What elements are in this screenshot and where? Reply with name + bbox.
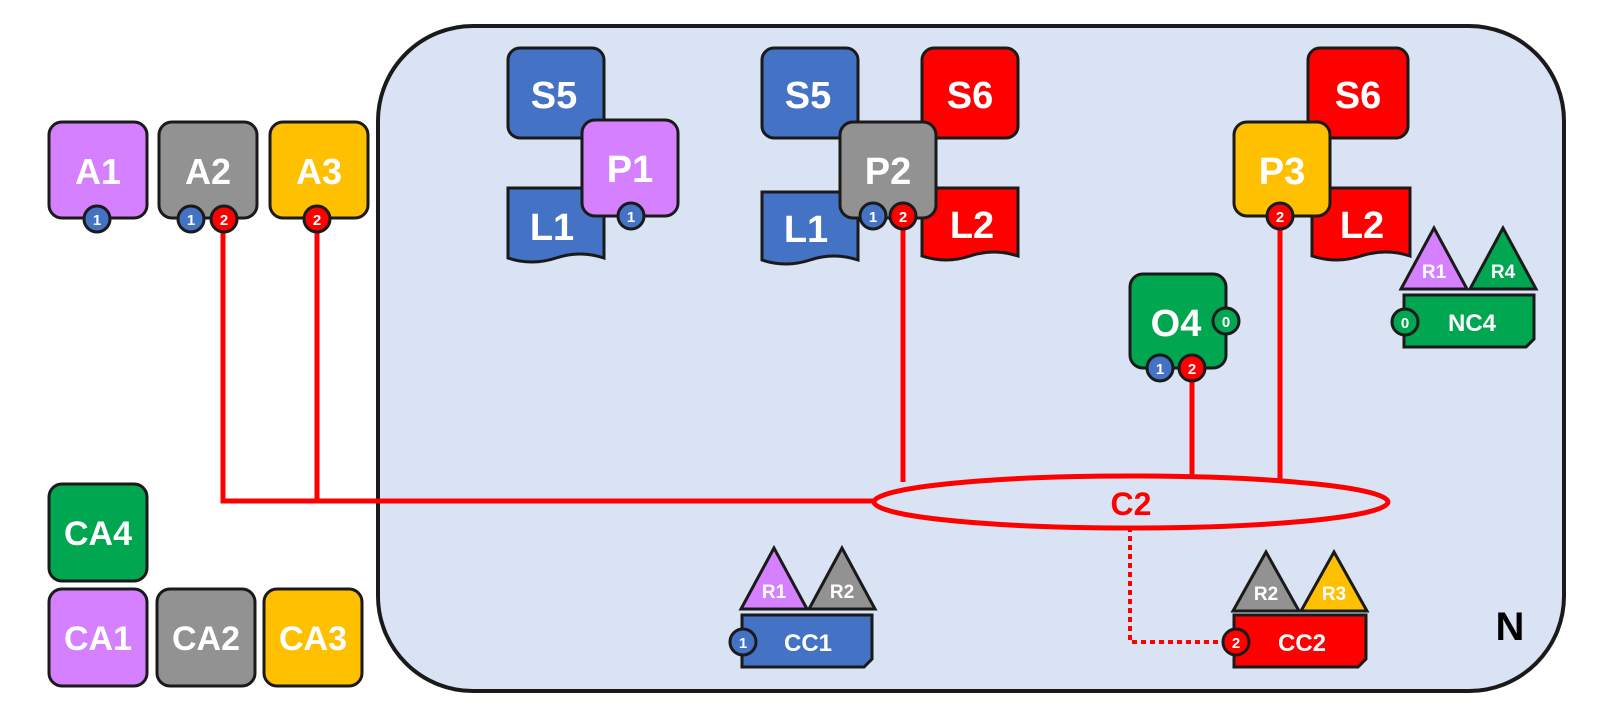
- svg-text:CC1: CC1: [784, 630, 832, 657]
- peer-p2: P2: [838, 120, 938, 220]
- svg-text:1: 1: [1156, 361, 1164, 378]
- badge-o4-1: 1: [1145, 353, 1175, 383]
- svg-text:R1: R1: [762, 582, 787, 603]
- link-c2-to-cc2: [1128, 527, 1223, 644]
- svg-text:2: 2: [1188, 361, 1196, 378]
- svg-text:R2: R2: [1254, 584, 1278, 605]
- svg-text:L1: L1: [530, 207, 574, 249]
- ca-ca1: CA1: [47, 587, 149, 688]
- ca-ca1-label: CA1: [64, 620, 132, 658]
- link-a2-to-c2: [220, 218, 880, 504]
- peer-p1: P1: [580, 118, 680, 218]
- ca-ca4-label: CA4: [64, 515, 132, 553]
- svg-text:R4: R4: [1491, 262, 1516, 283]
- badge-a3-2: 2: [302, 204, 332, 234]
- svg-text:2: 2: [1232, 635, 1240, 652]
- svg-text:2: 2: [899, 209, 907, 226]
- ca-ca2: CA2: [155, 587, 257, 688]
- channel-c2-label: C2: [1111, 486, 1152, 522]
- svg-text:1: 1: [93, 212, 101, 229]
- ledger-l2-p2: L2: [920, 186, 1020, 262]
- badge-o4-2: 2: [1177, 353, 1207, 383]
- channel-c2: [871, 473, 1391, 531]
- badge-o4-0: 0: [1211, 306, 1241, 336]
- actor-a1: A1: [47, 120, 149, 220]
- badge-p3-2: 2: [1265, 201, 1295, 231]
- actor-a1-label: A1: [75, 151, 121, 192]
- role-r3-cc2: R3: [1298, 548, 1370, 613]
- svg-text:R2: R2: [830, 582, 854, 603]
- smart-contract-s6-p3: S6: [1306, 46, 1410, 140]
- badge-a2-1: 1: [176, 204, 206, 234]
- badge-p1-1: 1: [616, 201, 646, 231]
- svg-text:1: 1: [869, 209, 877, 226]
- badge-cc1-1: 1: [728, 627, 758, 657]
- svg-text:2: 2: [220, 212, 228, 229]
- svg-text:L2: L2: [950, 205, 994, 247]
- svg-text:R3: R3: [1322, 584, 1346, 605]
- svg-text:R1: R1: [1422, 262, 1447, 283]
- svg-text:O4: O4: [1151, 303, 1202, 345]
- channel-c2-links: [220, 218, 1283, 504]
- svg-text:0: 0: [1222, 314, 1230, 331]
- badge-nc4-0: 0: [1390, 307, 1420, 337]
- svg-text:1: 1: [739, 635, 747, 652]
- svg-text:P3: P3: [1259, 151, 1305, 193]
- badge-p2-2: 2: [888, 201, 918, 231]
- ca-ca2-label: CA2: [172, 620, 240, 658]
- svg-text:P1: P1: [607, 149, 653, 191]
- actor-a2-label: A2: [185, 151, 231, 192]
- role-r1-nc4: R1: [1398, 224, 1470, 291]
- ledger-l1-p2: L1: [760, 190, 860, 266]
- svg-text:0: 0: [1401, 315, 1409, 332]
- svg-text:1: 1: [187, 212, 195, 229]
- smart-contract-s5-p1: S5: [506, 46, 606, 140]
- svg-text:S6: S6: [1335, 75, 1381, 117]
- role-r2-cc1: R2: [806, 544, 878, 611]
- smart-contract-s6-p2: S6: [920, 46, 1020, 140]
- role-r4-nc4: R4: [1467, 224, 1539, 291]
- svg-text:S5: S5: [785, 75, 831, 117]
- smart-contract-s5-p2: S5: [760, 46, 860, 140]
- actor-a3-label: A3: [296, 151, 342, 192]
- ca-ca3-label: CA3: [279, 620, 347, 658]
- svg-text:CC2: CC2: [1278, 630, 1326, 657]
- svg-text:2: 2: [313, 212, 321, 229]
- svg-text:1: 1: [627, 209, 635, 226]
- role-r2-cc2: R2: [1230, 548, 1302, 613]
- actor-a3: A3: [268, 120, 370, 220]
- ledger-l2-p3: L2: [1310, 186, 1412, 262]
- svg-text:NC4: NC4: [1448, 310, 1497, 337]
- badge-cc2-2: 2: [1221, 627, 1251, 657]
- ledger-l1-p1: L1: [506, 186, 606, 264]
- badge-a2-2: 2: [209, 204, 239, 234]
- svg-text:S6: S6: [947, 75, 993, 117]
- network-label: N: [1496, 605, 1525, 649]
- svg-text:S5: S5: [531, 75, 577, 117]
- svg-text:2: 2: [1276, 209, 1284, 226]
- config-cc2: CC2: [1232, 613, 1368, 669]
- config-nc4: NC4: [1402, 293, 1536, 349]
- ca-ca3: CA3: [262, 587, 364, 688]
- svg-text:L2: L2: [1340, 205, 1384, 247]
- role-r1-cc1: R1: [738, 544, 810, 611]
- svg-text:P2: P2: [865, 151, 911, 193]
- svg-text:L1: L1: [784, 209, 828, 251]
- badge-p2-1: 1: [858, 201, 888, 231]
- badge-a1-1: 1: [82, 204, 112, 234]
- config-cc1: CC1: [740, 613, 874, 669]
- actor-a2: A2: [157, 120, 259, 220]
- ca-ca4: CA4: [47, 482, 149, 583]
